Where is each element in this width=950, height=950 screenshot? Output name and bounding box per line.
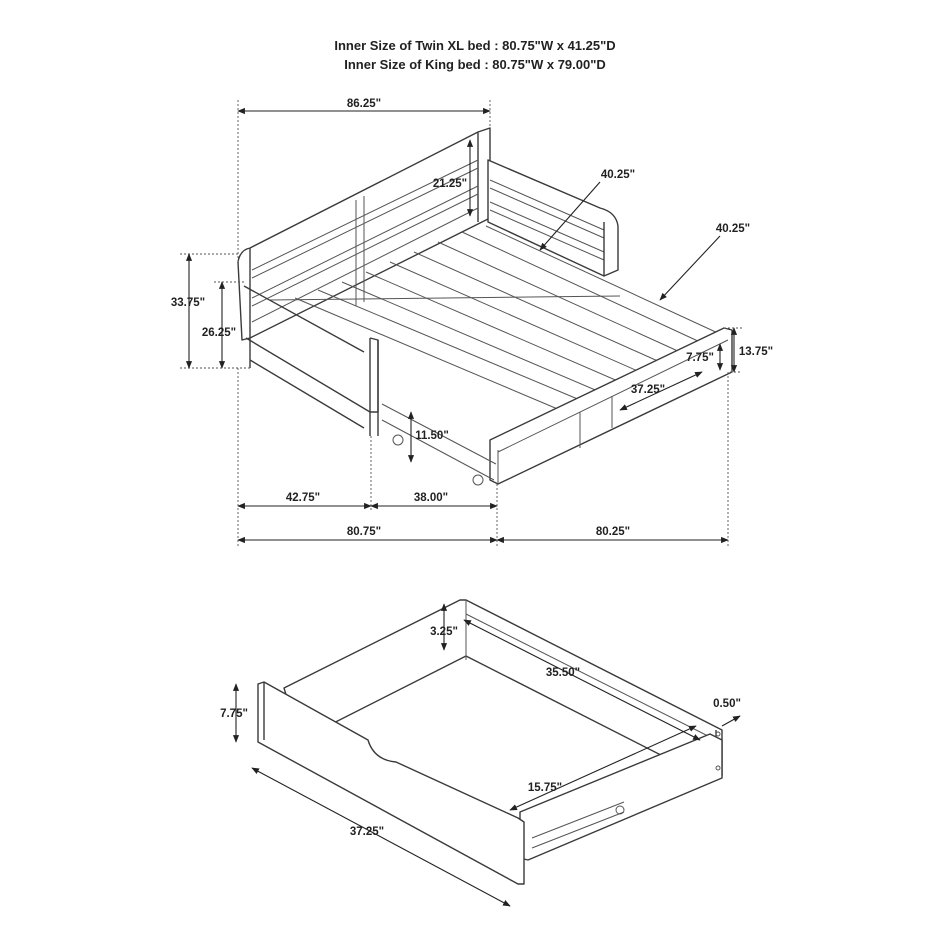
drawer-drawing: [257, 599, 723, 885]
dim-extended-depth: 80.25": [596, 526, 630, 538]
dim-right-segment: 38.00": [414, 492, 448, 504]
dim-overall-height: 33.75": [171, 297, 205, 309]
dim-front-height: 7.75": [220, 708, 248, 720]
dim-trundle-depth: 40.25": [601, 169, 635, 181]
dim-drawer-height: 7.75": [686, 352, 714, 364]
dim-back-height: 21.25": [433, 178, 467, 190]
dim-left-segment: 42.75": [286, 492, 320, 504]
drawer-dimensions: 3.25" 35.50" 0.50" 7.75" 15.75" 37.25": [220, 603, 741, 907]
header-line-twin-xl: Inner Size of Twin XL bed : 80.75"W x 41…: [334, 38, 616, 53]
dim-width-top: 86.25": [347, 98, 381, 110]
dim-outer-length: 37.25": [350, 826, 384, 838]
dim-trundle-depth-2: 40.25": [716, 223, 750, 235]
dim-overall-width: 80.75": [347, 526, 381, 538]
dim-trundle-height: 13.75": [739, 346, 773, 358]
daybed-back-panel: [237, 127, 491, 368]
dim-inner-depth: 15.75": [528, 782, 562, 794]
daybed-drawing: [237, 127, 733, 486]
daybed-front-rail: [243, 285, 497, 486]
dim-drawer-width: 37.25": [631, 384, 665, 396]
dim-clearance: 11.50": [415, 430, 449, 442]
dim-side-height: 3.25": [430, 626, 458, 638]
header-line-king: Inner Size of King bed : 80.75"W x 79.00…: [344, 57, 606, 72]
dim-arm-height: 26.25": [202, 327, 236, 339]
dim-panel-thickness: 0.50": [713, 698, 741, 710]
daybed-right-arm: [487, 159, 619, 277]
daybed-slats: [269, 225, 721, 411]
daybed-dimensions: 86.25" 21.25" 40.25" 40.25" 33.75" 26.25…: [171, 98, 773, 546]
dim-inner-length: 35.50": [546, 667, 580, 679]
